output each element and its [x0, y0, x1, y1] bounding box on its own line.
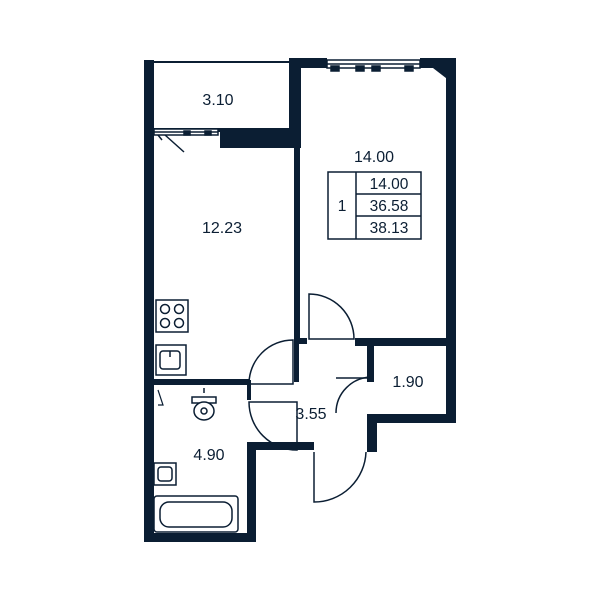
closet-area: 1.90	[392, 374, 423, 391]
bathroom-area: 4.90	[193, 447, 224, 464]
kitchen-sink-icon	[155, 344, 187, 376]
wall-living-hall-stub	[299, 338, 307, 344]
bathroom-wall-right	[247, 442, 256, 542]
bathtub-icon	[153, 495, 239, 533]
outer-wall-bottom	[144, 533, 256, 542]
wall-hall-right	[367, 414, 377, 452]
washbasin-icon	[153, 462, 177, 486]
door-icon	[248, 293, 373, 503]
living-area-value: 14.00	[370, 176, 409, 193]
wall-kitchen-top	[220, 128, 298, 148]
window-icon	[326, 59, 421, 72]
wall-kitchen-bath	[154, 379, 249, 385]
toilet-icon	[191, 388, 217, 421]
wall-hall-left-lower	[252, 442, 314, 450]
wall-closet-bottom	[367, 414, 456, 423]
wall-living-top-left	[289, 58, 327, 68]
balcony-door-window-icon	[153, 128, 219, 153]
outer-wall-right	[446, 58, 456, 423]
wall-kitchen-living-lower	[294, 148, 300, 338]
kitchen-area: 12.23	[202, 220, 242, 237]
total-with-balcony-value: 38.13	[370, 220, 409, 237]
wall-living-hall	[355, 338, 455, 346]
hall-area: 3.55	[295, 406, 326, 423]
bathroom-small-mark	[157, 389, 164, 406]
stove-icon	[155, 299, 189, 333]
wall-hall-center	[294, 338, 299, 382]
balcony-outline	[147, 61, 292, 131]
wall-entry-right	[367, 442, 377, 452]
living-room-area: 14.00	[354, 149, 394, 166]
bathroom-wall-top-stub	[247, 380, 251, 400]
outer-wall-left	[144, 60, 154, 540]
wall-closet-left	[367, 346, 374, 382]
total-area-value: 36.58	[370, 198, 409, 215]
balcony-area: 3.10	[202, 92, 233, 109]
area-summary-table: 1 14.00 36.58 38.13	[327, 171, 422, 240]
rooms-count: 1	[338, 198, 347, 215]
